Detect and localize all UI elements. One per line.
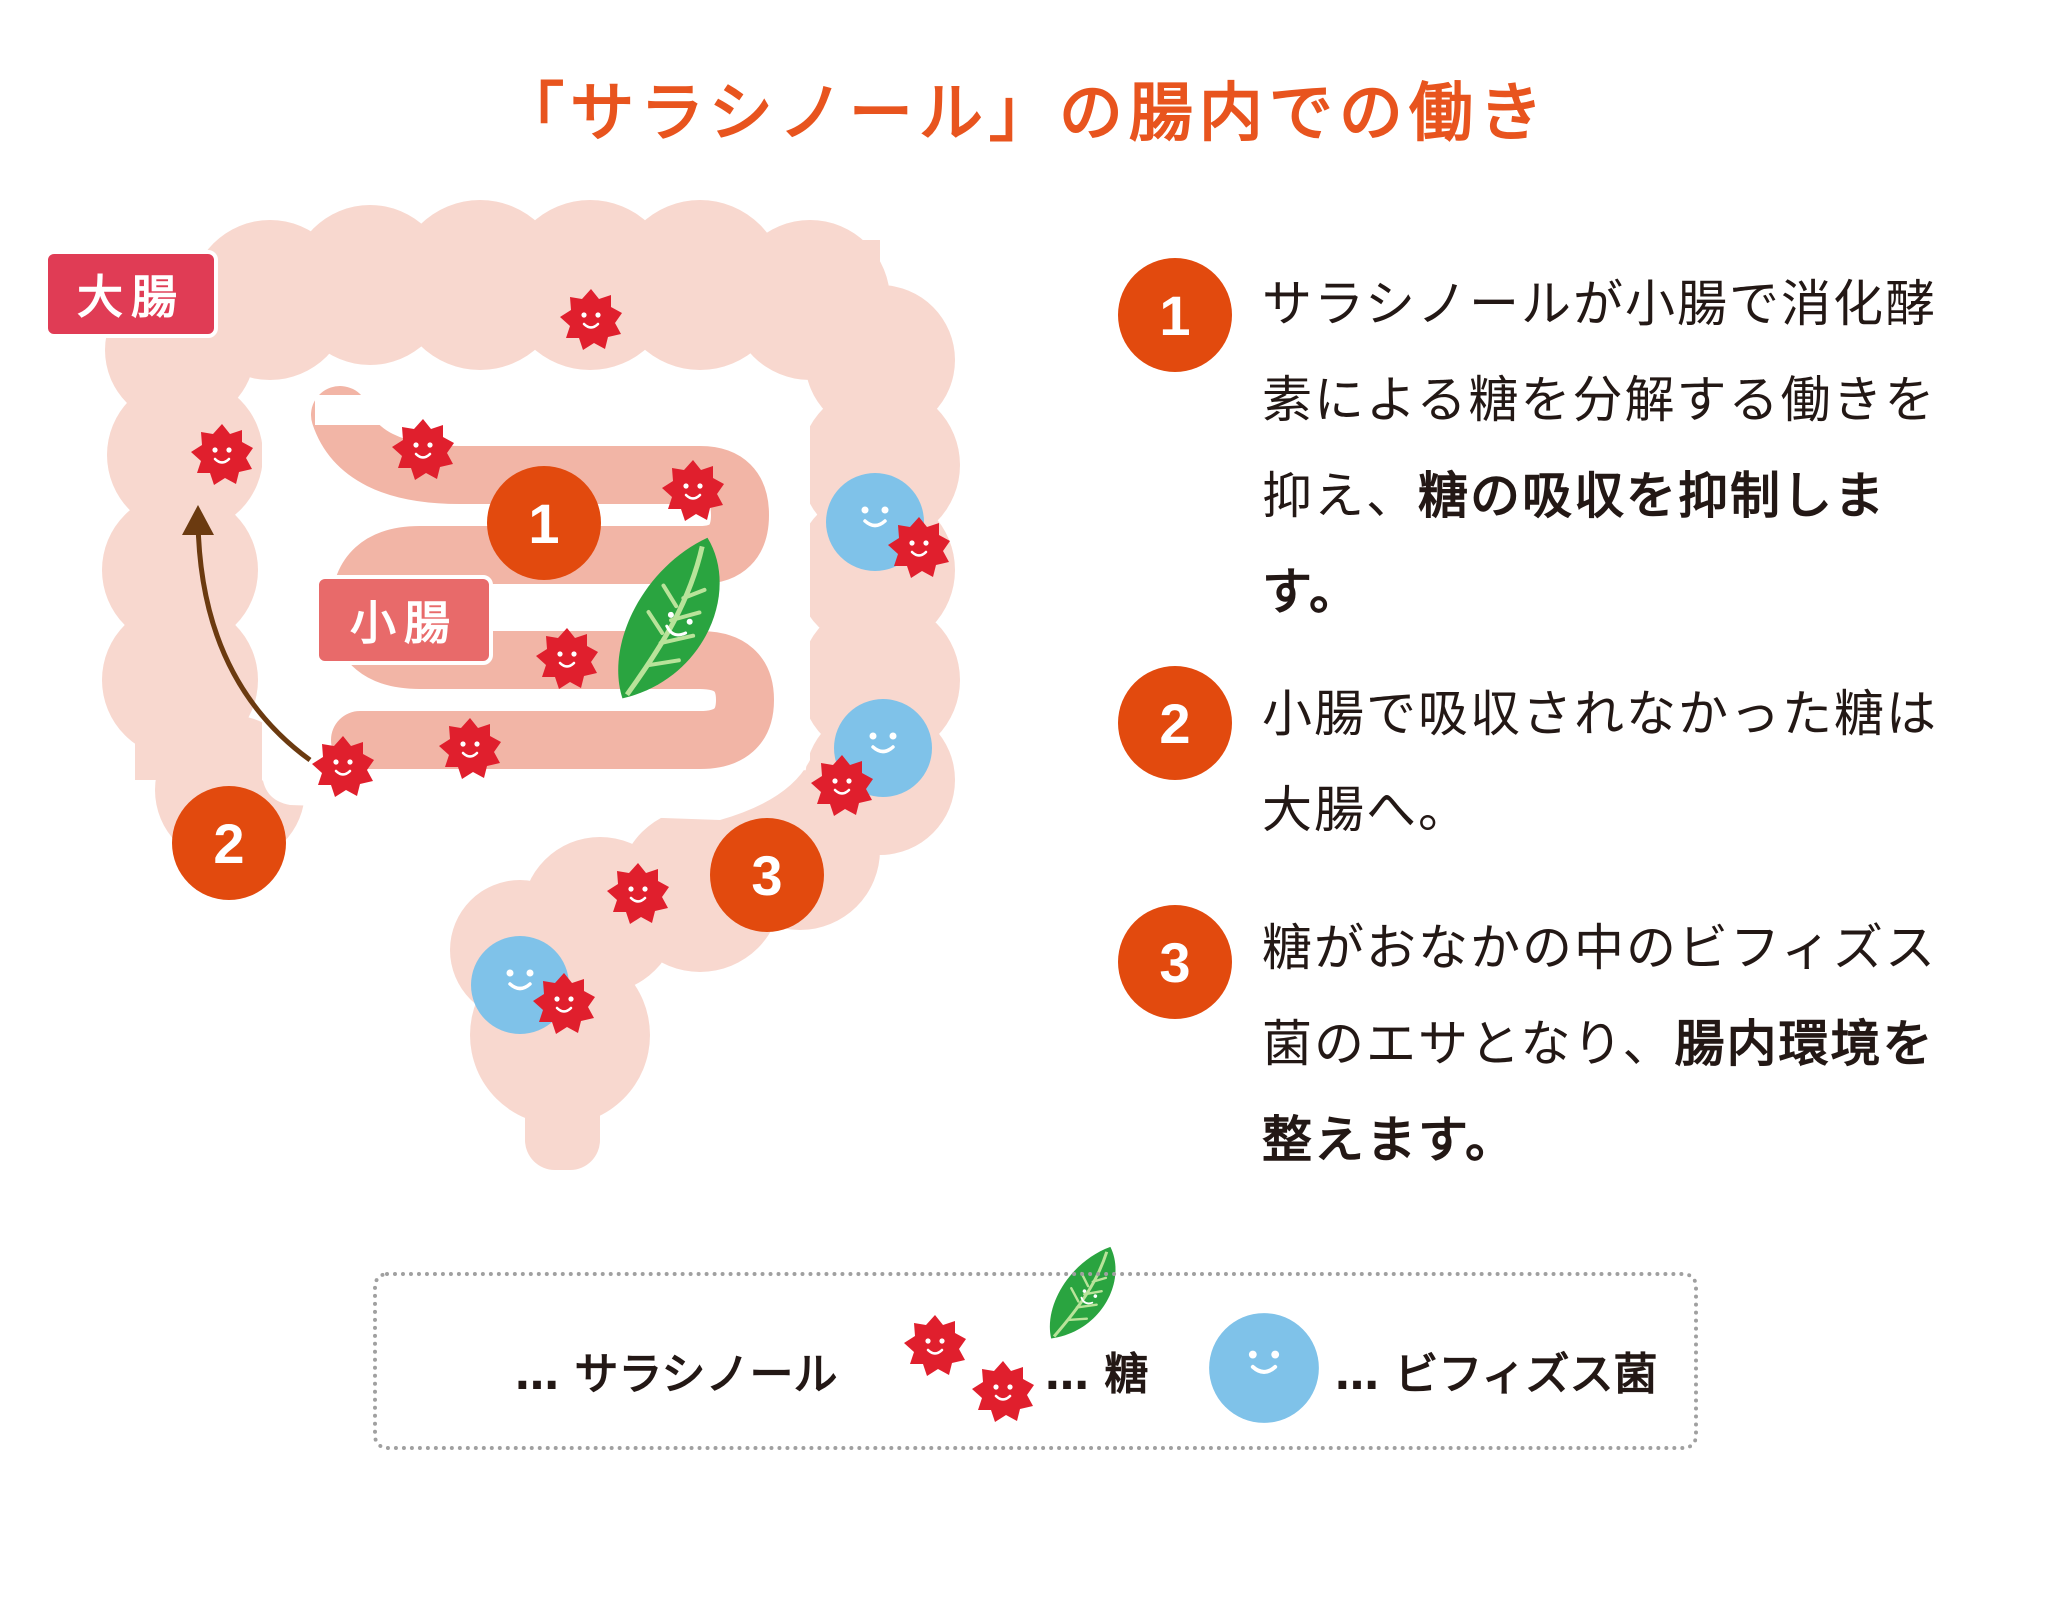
step-3-badge: 3 bbox=[1118, 905, 1232, 1019]
large-intestine-label: 大腸 bbox=[44, 250, 218, 338]
step-3-emphasis: 腸内環境を整えます。 bbox=[1262, 1015, 1935, 1169]
flow-arrow bbox=[195, 519, 312, 763]
small-intestine bbox=[311, 386, 774, 769]
legend-label-sugar: … 糖 bbox=[1045, 1349, 1149, 1400]
step-2-text: 小腸で吸収されなかった糖は大腸へ。 bbox=[1262, 666, 1982, 858]
diagram-marker-1: 1 bbox=[487, 466, 601, 580]
step-1-badge: 1 bbox=[1118, 258, 1232, 372]
diagram-marker-2: 2 bbox=[172, 786, 286, 900]
step-2-body: 小腸で吸収されなかった糖は大腸へ。 bbox=[1262, 685, 1938, 839]
small-intestine-text: 小腸 bbox=[350, 596, 458, 650]
large-intestine-text: 大腸 bbox=[77, 270, 185, 324]
step-2-badge: 2 bbox=[1118, 666, 1232, 780]
legend-label-saracinol: … サラシノール bbox=[515, 1349, 838, 1400]
small-intestine-label: 小腸 bbox=[315, 575, 493, 665]
diagram-marker-3: 3 bbox=[710, 818, 824, 932]
step-1-text: サラシノールが小腸で消化酵素による糖を分解する働きを抑え、糖の吸収を抑制します。 bbox=[1262, 256, 1982, 640]
step-3-text: 糖がおなかの中のビフィズス菌のエサとなり、腸内環境を整えます。 bbox=[1262, 900, 1982, 1188]
legend bbox=[373, 1272, 1698, 1450]
page-title: 「サラシノール」の腸内での働き bbox=[500, 77, 1549, 151]
legend-label-bifidobacteria: … ビフィズス菌 bbox=[1335, 1349, 1658, 1400]
step-1-body: サラシノールが小腸で消化酵素による糖を分解する働きを抑え、 bbox=[1262, 275, 1937, 525]
arrow-head-icon bbox=[182, 505, 214, 535]
step-3-body: 糖がおなかの中のビフィズス菌のエサとなり、 bbox=[1262, 919, 1937, 1073]
step-1-emphasis: 糖の吸収を抑制します。 bbox=[1262, 467, 1886, 621]
